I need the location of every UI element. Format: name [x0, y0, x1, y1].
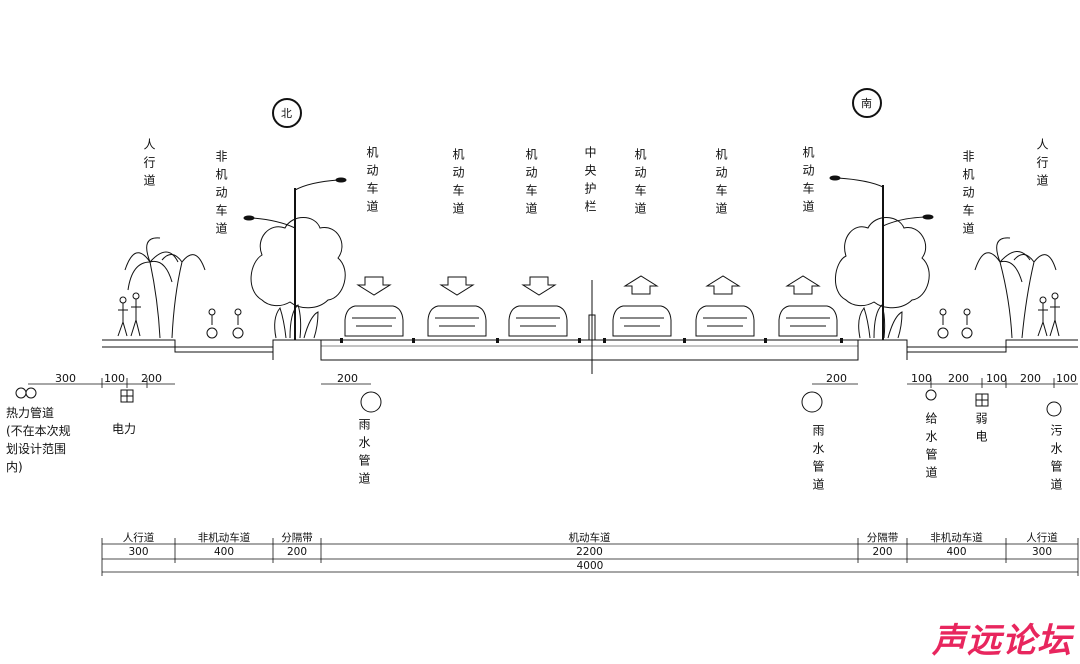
seg-motor: 机动车道: [568, 532, 611, 544]
heat-pipe-title: 热力管道: [6, 406, 55, 420]
median-post: [588, 314, 596, 341]
label-sidewalk-right: 人行道: [1035, 138, 1049, 192]
street-light-right-icon: [829, 175, 934, 340]
label-motor-1: 机动车道: [365, 146, 379, 218]
weak-current-duct-icon: [975, 393, 989, 407]
dim-100-left: 100: [104, 372, 125, 385]
power-label: 电力: [112, 422, 137, 436]
dim-100-r2: 100: [986, 372, 1007, 385]
cyclists-right-icon: [937, 308, 973, 339]
seg-bike-left: 非机动车道: [197, 532, 251, 544]
label-median: 中央护栏: [583, 146, 597, 218]
width-sidewalk-left: 300: [128, 546, 149, 558]
width-sidewalk-right: 300: [1031, 546, 1053, 558]
pedestrians-left-icon: [117, 292, 141, 337]
dim-200-rain-right: 200: [826, 372, 847, 385]
heat-pipe-label: 热力管道 (不在本次规划设计范围内): [6, 404, 78, 476]
label-motor-4: 机动车道: [633, 148, 647, 220]
palm-right-icon: [974, 237, 1057, 339]
label-motor-5: 机动车道: [714, 148, 728, 220]
width-sep-right: 200: [872, 546, 893, 558]
palm-left-icon: [124, 237, 206, 339]
south-marker-icon: [852, 88, 882, 118]
water-pipe-icon: [925, 389, 937, 401]
dim-100-r1: 100: [911, 372, 932, 385]
north-marker-icon: [272, 98, 302, 128]
seg-sidewalk-left: 人行道: [122, 532, 155, 544]
width-bike-left: 400: [213, 546, 235, 558]
car-icons: [344, 305, 838, 337]
tree-right-icon: [835, 217, 930, 309]
power-duct-icon: [120, 389, 134, 403]
rain-pipe-left-label: 雨水管道: [357, 418, 371, 490]
arrow-up-icon: [623, 275, 821, 295]
label-motor-3: 机动车道: [524, 148, 538, 220]
arrow-down-icon: [356, 276, 557, 296]
shrub-right-icon: [858, 304, 903, 339]
dim-100-r3: 100: [1056, 372, 1077, 385]
pedestrians-right-icon: [1037, 292, 1060, 337]
watermark-logo: 声远论坛: [932, 621, 1072, 661]
width-total: 4000: [576, 560, 604, 572]
rain-pipe-right-icon: [801, 391, 823, 413]
label-motor-2: 机动车道: [451, 148, 465, 220]
sewage-pipe-icon: [1046, 401, 1062, 417]
label-sidewalk-left: 人行道: [142, 138, 156, 192]
rain-pipe-left-icon: [360, 391, 382, 413]
dim-200-rain-left: 200: [337, 372, 358, 385]
dim-200-r2: 200: [1020, 372, 1041, 385]
width-sep-left: 200: [286, 546, 308, 558]
road-profile-line: [102, 339, 1078, 361]
north-label: 北: [281, 107, 292, 120]
south-label: 南: [861, 97, 872, 110]
width-motor: 2200: [576, 546, 603, 558]
label-motor-6: 机动车道: [801, 146, 815, 218]
width-bike-right: 400: [946, 546, 967, 558]
cyclists-left-icon: [206, 308, 244, 339]
heat-pipe-icon: [15, 387, 37, 399]
label-bike-right: 非机动车道: [961, 150, 975, 240]
tree-left-icon: [250, 217, 346, 336]
water-pipe-label: 给水管道: [924, 412, 938, 484]
rain-pipe-right-label: 雨水管道: [811, 424, 825, 496]
seg-bike-right: 非机动车道: [930, 532, 983, 544]
sewage-pipe-label: 污水管道: [1049, 424, 1063, 496]
heat-pipe-note: (不在本次规划设计范围内): [6, 424, 71, 474]
dim-200-r1: 200: [948, 372, 969, 385]
seg-sep-right: 分隔带: [866, 532, 899, 544]
dim-heat-300: 300: [55, 372, 76, 385]
label-bike-left: 非机动车道: [214, 150, 228, 240]
dim-200-left: 200: [141, 372, 162, 385]
seg-sidewalk-right: 人行道: [1026, 532, 1058, 544]
seg-sep-left: 分隔带: [281, 532, 313, 544]
weak-current-label: 弱电: [974, 412, 988, 448]
shrub-left-icon: [274, 304, 319, 339]
